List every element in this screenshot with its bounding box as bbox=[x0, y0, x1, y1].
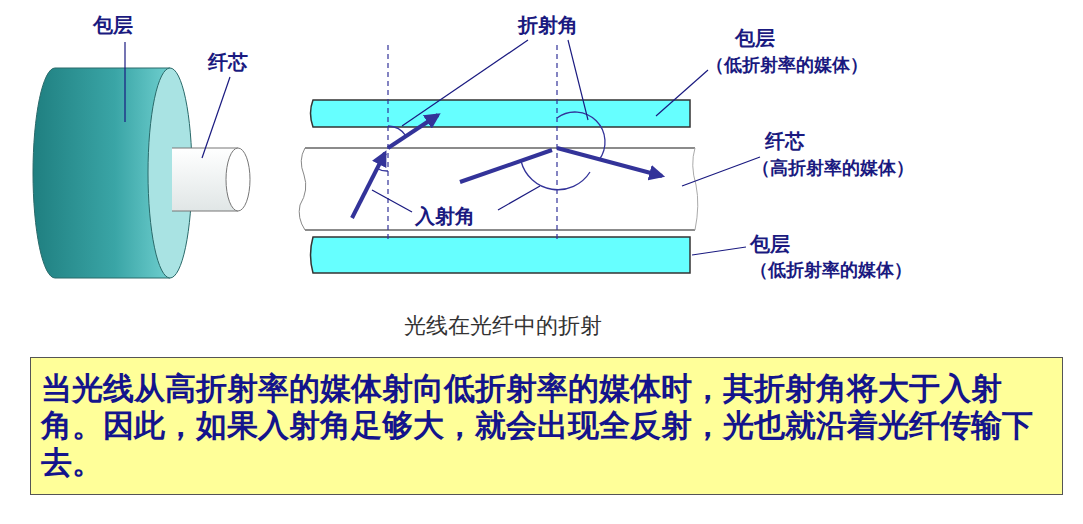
part-label: （低折射率的媒体） bbox=[706, 55, 868, 76]
part-label: 包层 bbox=[93, 14, 133, 37]
fiber-section bbox=[125, 40, 760, 273]
part-label: 纤芯 bbox=[765, 130, 805, 153]
part-label: 纤芯 bbox=[208, 51, 248, 74]
note-box: 当光线从高折射率的媒体射向低折射率的媒体时，其折射角将大于入射角。因此，如果入射… bbox=[30, 357, 1063, 495]
part-label: （高折射率的媒体） bbox=[752, 158, 914, 179]
part-label: 包层 bbox=[750, 233, 790, 256]
part-label: 折射角 bbox=[518, 14, 578, 37]
figure-caption: 光线在光纤中的折射 bbox=[404, 313, 602, 338]
note-text: 当光线从高折射率的媒体射向低折射率的媒体时，其折射角将大于入射角。因此，如果入射… bbox=[41, 370, 1052, 482]
part-label: 包层 bbox=[735, 27, 775, 50]
part-label: 入射角 bbox=[415, 205, 475, 228]
part-label: （低折射率的媒体） bbox=[750, 260, 912, 281]
fiber-cylinder bbox=[33, 68, 250, 278]
